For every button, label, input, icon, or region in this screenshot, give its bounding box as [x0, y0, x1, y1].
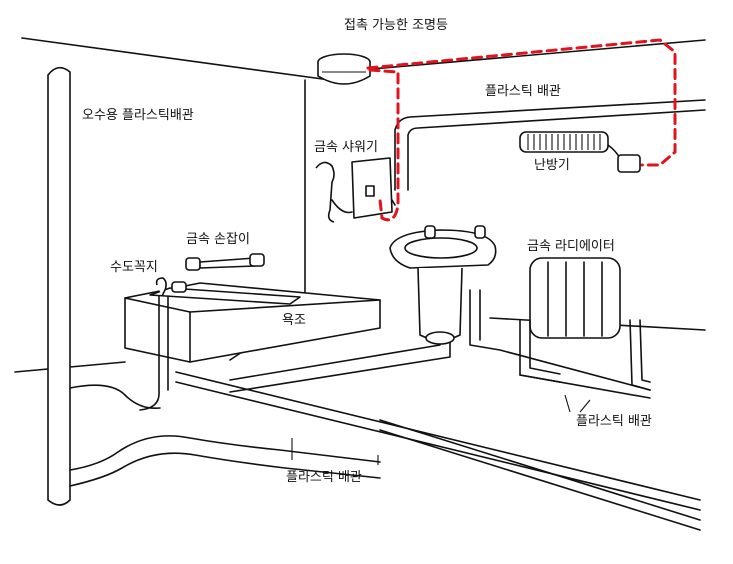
faucet — [139, 277, 187, 411]
label-sewer-pipe: 오수용 플라스틱배관 — [82, 108, 194, 123]
washbasin — [389, 225, 497, 345]
shower-unit — [315, 157, 396, 223]
pointer-lines — [291, 394, 591, 465]
label-plastic-pipe-bottom: 플라스틱 배관 — [286, 470, 362, 485]
heater — [519, 131, 641, 173]
bathtub — [124, 282, 381, 363]
sewer-pipe — [47, 66, 381, 506]
label-heater: 난방기 — [534, 158, 570, 173]
label-plastic-pipe-right: 플라스틱 배관 — [576, 414, 652, 429]
wall-pipe-top — [394, 99, 706, 191]
radiator — [519, 257, 651, 399]
label-light: 접촉 가능한 조명등 — [344, 18, 448, 33]
floor-pipes — [175, 289, 701, 531]
label-plastic-pipe-top: 플라스틱 배관 — [485, 84, 561, 99]
heater-fins — [527, 134, 601, 150]
grab-handle — [185, 253, 265, 271]
label-bathtub: 욕조 — [282, 313, 306, 328]
label-radiator: 금속 라디에이터 — [527, 239, 615, 254]
label-faucet: 수도꼭지 — [110, 260, 158, 275]
ceiling-light — [317, 53, 371, 85]
label-handle: 금속 손잡이 — [186, 232, 250, 247]
electrical-wiring — [366, 38, 677, 222]
label-shower: 금속 샤워기 — [314, 140, 378, 155]
